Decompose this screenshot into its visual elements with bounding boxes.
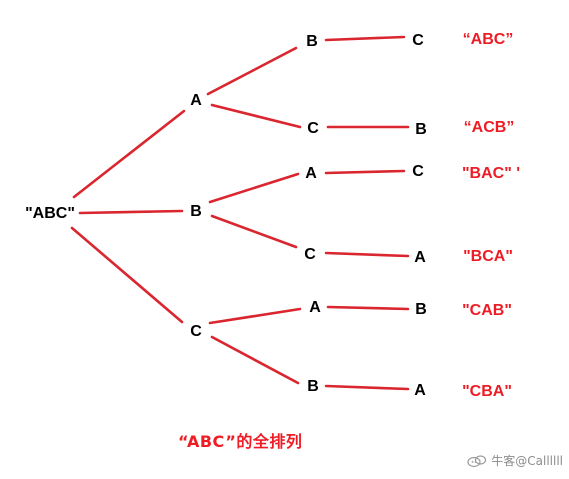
- node-cb-a: A: [414, 382, 426, 399]
- edge-a-b: [206, 46, 298, 96]
- node-b-c: C: [304, 246, 316, 263]
- node-a-c: C: [307, 120, 319, 137]
- node-ca-b: B: [415, 301, 427, 318]
- result-abc: “ABC”: [463, 31, 514, 48]
- node-a-b: B: [306, 33, 318, 50]
- edge-b-a: [208, 172, 300, 204]
- node-root: "ABC": [25, 205, 75, 222]
- node-ab-c: C: [412, 32, 424, 49]
- node-bc-a: A: [414, 249, 426, 266]
- result-cab: "CAB": [462, 302, 512, 319]
- edge-a-c: [210, 103, 302, 129]
- edge-root-a: [72, 109, 186, 199]
- result-bac: "BAC" ': [462, 165, 520, 182]
- edge-cb-a: [324, 384, 410, 391]
- watermark-text: 牛客@Callllll: [491, 454, 563, 468]
- edge-root-c: [70, 226, 184, 324]
- node-b-a: A: [305, 165, 317, 182]
- node-level1-c: C: [190, 323, 202, 340]
- node-ac-b: B: [415, 121, 427, 138]
- edge-root-b: [78, 209, 184, 215]
- result-cba: "CBA": [462, 383, 512, 400]
- node-ba-c: C: [412, 163, 424, 180]
- edge-b-c: [210, 214, 298, 249]
- node-c-a: A: [309, 299, 321, 316]
- edge-c-a: [208, 307, 302, 325]
- brand-logo-icon: [467, 454, 487, 467]
- edge-ab-c: [324, 35, 406, 42]
- result-bca: "BCA": [463, 248, 513, 265]
- edge-c-b: [210, 335, 300, 385]
- node-c-b: B: [307, 378, 319, 395]
- watermark: 牛客@Callllll: [467, 452, 563, 469]
- node-level1-a: A: [190, 92, 202, 109]
- edge-ba-c: [324, 169, 406, 175]
- node-level1-b: B: [190, 203, 202, 220]
- diagram-caption: “ABC”的全排列: [178, 432, 303, 451]
- edge-bc-a: [324, 251, 410, 258]
- edge-ca-b: [326, 305, 410, 311]
- result-acb: “ACB”: [464, 119, 515, 136]
